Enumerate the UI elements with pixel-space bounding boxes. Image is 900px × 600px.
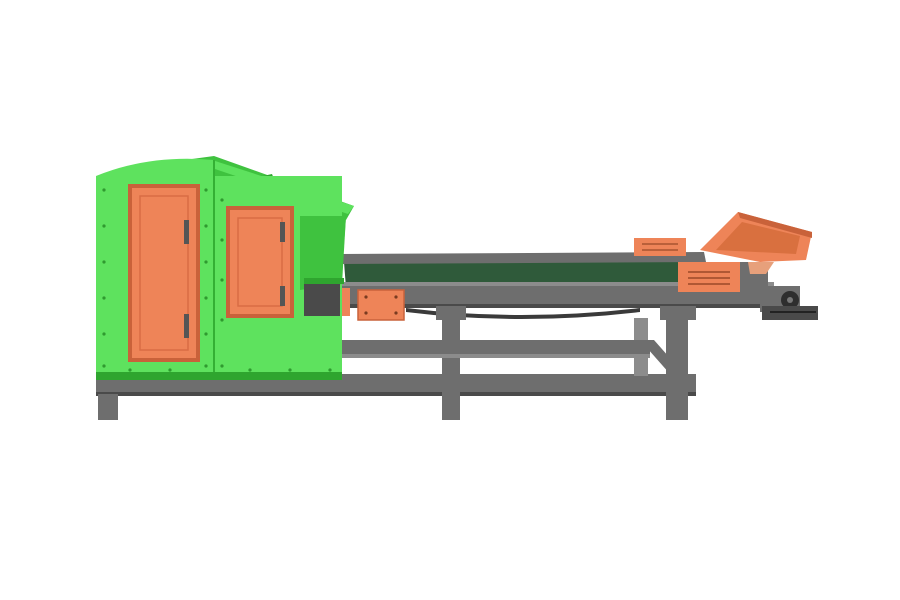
hinge-icon [184,314,189,338]
access-door-large [128,184,200,362]
housing-bolts [102,188,332,372]
belt-front-beam-shadow [334,304,774,308]
drive-drum-hub [787,297,793,303]
belt-front-beam-top [334,282,774,286]
hopper-chute-inner [716,222,800,254]
hopper-mouth [748,262,774,274]
diagonal-brace [640,340,684,374]
base-rail-shadow [96,392,696,396]
beam-bracket-left [436,306,466,320]
beam-bracket-right [660,306,696,320]
access-door-small [226,206,294,318]
leg-mid [442,318,460,420]
hopper-rear-panel [634,238,686,256]
control-box-screw [364,311,368,315]
rear-vent-slots [642,243,678,251]
conveyor-belt [332,252,818,321]
belt-inlet [304,282,340,316]
hinge-icon [280,286,285,306]
cross-rail-upper [340,340,650,354]
hopper-chute-lip [738,212,812,238]
housing-bottom [96,372,342,380]
cross-rail-lower [340,354,650,358]
leg-left [98,394,118,420]
hinge-icon [280,222,285,242]
door-large-inset [139,195,189,351]
belt-back-rail [340,252,706,264]
belt-inlet-lip [304,278,344,284]
control-box-screw [394,311,398,315]
control-box-edge [357,289,405,321]
belt-surface [344,258,702,288]
door-small-inset [237,217,283,307]
housing-right-shade [300,216,346,290]
hinge-icon [184,220,189,244]
vent-slots [688,271,730,285]
control-box-screw [394,295,398,299]
hopper-side-panel [678,262,740,292]
feed-hopper [634,212,812,292]
control-box-screw [364,295,368,299]
control-box [358,290,404,320]
